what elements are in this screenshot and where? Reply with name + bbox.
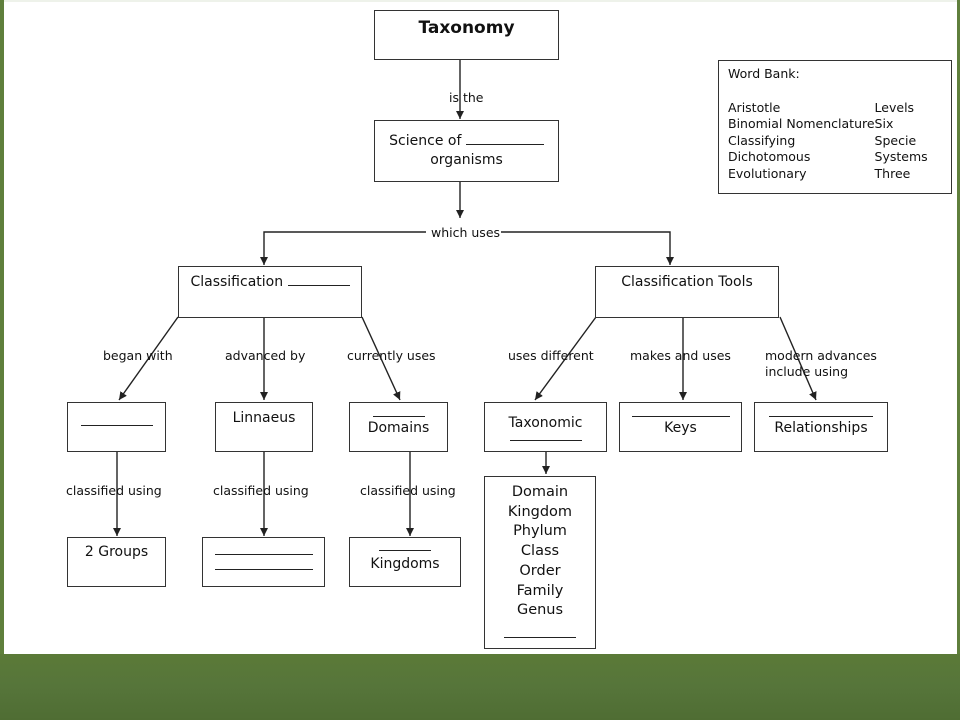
blank [379, 550, 431, 551]
blank [80, 424, 153, 426]
label-include-using: include using [765, 364, 849, 379]
taxonomic-levels-box: Domain Kingdom Phylum Class Order Family… [484, 476, 596, 649]
word-bank-columns: Aristotle Binomial Nomenclature Classify… [728, 100, 942, 183]
word-bank: Word Bank: Aristotle Binomial Nomenclatu… [718, 60, 952, 194]
word-bank-item: Six [874, 116, 894, 131]
label-uses-different: uses different [508, 348, 594, 363]
level-phylum: Phylum [513, 523, 567, 540]
level-class: Class [520, 543, 560, 560]
blank-binomial-box [202, 537, 325, 587]
relationships-text: Relationships [774, 420, 868, 436]
word-bank-title: Word Bank: [728, 66, 800, 81]
word-bank-item: Classifying [728, 132, 796, 148]
keys-box: Keys [619, 402, 742, 452]
blank [287, 285, 350, 286]
blank [769, 416, 873, 417]
word-bank-item: Systems [874, 149, 928, 164]
domains-text: Domains [367, 420, 430, 436]
science-of-box: Science of organisms [374, 120, 559, 182]
blank [504, 636, 576, 638]
blank [465, 144, 544, 145]
word-bank-item: Levels [874, 99, 915, 115]
label-is-the: is the [449, 90, 484, 105]
classification-line: Classification [190, 273, 350, 292]
arrow-began-with [118, 316, 179, 401]
taxonomic-text: Taxonomic [508, 414, 583, 431]
top-edge [0, 0, 960, 2]
label-which-uses: which uses [430, 225, 502, 241]
word-bank-item: Aristotle [728, 99, 781, 115]
arrow-currently-uses [361, 316, 401, 401]
word-bank-item: Dichotomous [728, 149, 811, 164]
label-modern-advances: modern advances [765, 348, 877, 363]
word-bank-item: Binomial Nomenclature [728, 116, 875, 131]
word-bank-item: Evolutionary [728, 165, 807, 181]
taxonomy-box: Taxonomy [374, 10, 559, 60]
page-title: Taxonomy [418, 18, 515, 38]
classification-tools-box: Classification Tools [595, 266, 779, 318]
blank [631, 416, 730, 417]
label-advanced-by: advanced by [225, 348, 306, 363]
arrow-to-classification [260, 231, 426, 265]
arrow-to-classification-tools [496, 231, 674, 265]
arrow-uses-different [534, 316, 597, 401]
level-kingdom: Kingdom [507, 503, 573, 520]
level-family: Family [516, 582, 564, 599]
blank [214, 569, 313, 570]
label-classified-using-2: classified using [213, 483, 309, 498]
right-green-border [957, 0, 960, 655]
blank [372, 416, 425, 417]
linnaeus-box: Linnaeus [215, 402, 313, 452]
classification-tools-text: Classification Tools [621, 274, 753, 290]
blank [214, 554, 313, 555]
label-classified-using-3: classified using [360, 483, 456, 498]
kingdoms-box: Kingdoms [349, 537, 461, 587]
label-makes-and-uses: makes and uses [630, 348, 731, 363]
classification-text: Classification [190, 274, 284, 290]
two-groups-text: 2 Groups [84, 544, 149, 560]
word-bank-item: Three [874, 165, 911, 181]
linnaeus-text: Linnaeus [232, 410, 296, 426]
level-order: Order [519, 562, 561, 579]
classification-box: Classification [178, 266, 362, 318]
keys-text: Keys [664, 420, 697, 436]
blank-box [67, 402, 166, 452]
left-green-border [0, 0, 4, 655]
organisms-text: organisms [430, 152, 503, 168]
bottom-green-band [0, 654, 960, 720]
two-groups-box: 2 Groups [67, 537, 166, 587]
label-currently-uses: currently uses [347, 348, 436, 363]
word-bank-item: Specie [874, 132, 917, 148]
domains-box: Domains [349, 402, 448, 452]
level-domain: Domain [511, 484, 569, 500]
kingdoms-text: Kingdoms [370, 556, 440, 572]
label-classified-using-1: classified using [66, 483, 162, 498]
level-genus: Genus [516, 602, 564, 619]
science-of-line: Science of [389, 132, 544, 151]
word-bank-right-column: Levels Six Specie Systems Three [875, 100, 928, 183]
label-began-with: began with [103, 348, 173, 363]
arrow-modern-advances [779, 316, 817, 401]
blank [509, 439, 582, 441]
science-of-text: Science of [389, 133, 462, 149]
taxonomic-box: Taxonomic [484, 402, 607, 452]
word-bank-left-column: Aristotle Binomial Nomenclature Classify… [728, 100, 875, 183]
relationships-box: Relationships [754, 402, 888, 452]
